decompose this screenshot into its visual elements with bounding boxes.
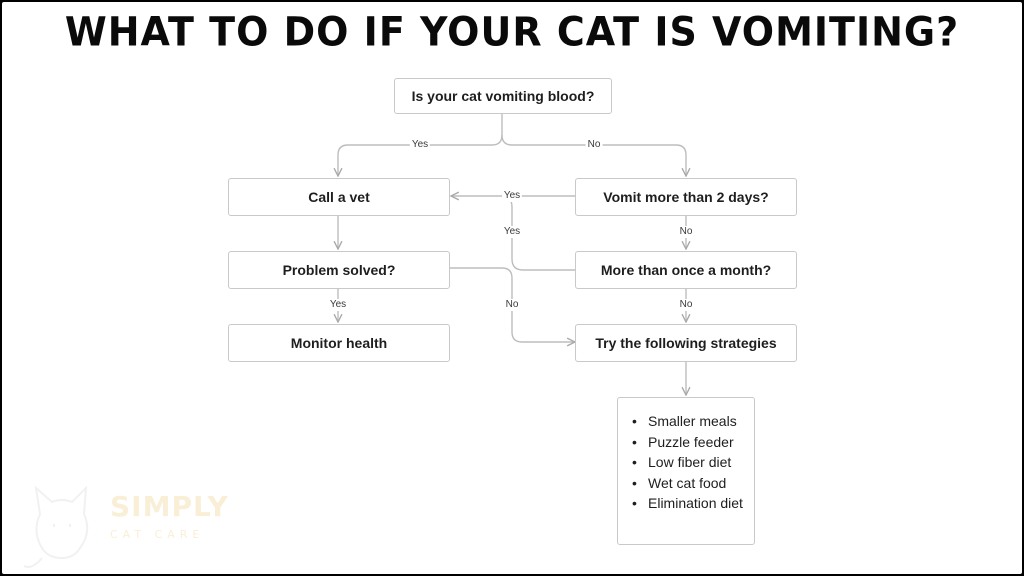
edge-label-blood-no: No: [585, 139, 603, 151]
edge-label-oncemonth-yes: Yes: [501, 226, 523, 238]
node-call-vet: Call a vet: [228, 178, 450, 216]
page-title: WHAT TO DO IF YOUR CAT IS VOMITING?: [64, 8, 960, 56]
edge-label-more2days-yes: Yes: [501, 190, 523, 202]
node-vomiting-blood: Is your cat vomiting blood?: [394, 78, 612, 114]
strategy-item: Puzzle feeder: [630, 432, 754, 453]
cat-logo-icon: [23, 485, 89, 568]
edge-blood-more2days: [501, 134, 686, 176]
node-problem-solved: Problem solved?: [228, 251, 450, 289]
node-more-than-once-a-month: More than once a month?: [575, 251, 797, 289]
edge-label-solved-yes: Yes: [327, 299, 349, 311]
edge-label-oncemonth-no: No: [677, 299, 695, 311]
node-vomit-more-than-2-days: Vomit more than 2 days?: [575, 178, 797, 216]
edge-label-solved-no: No: [503, 299, 521, 311]
node-monitor-health: Monitor health: [228, 324, 450, 362]
watermark-subtitle: CAT CARE: [110, 528, 205, 541]
edge-label-more2days-no: No: [677, 226, 695, 238]
node-try-strategies: Try the following strategies: [575, 324, 797, 362]
strategy-item: Smaller meals: [630, 411, 754, 432]
strategy-item: Wet cat food: [630, 473, 754, 494]
watermark-brand: SIMPLY: [110, 490, 229, 523]
strategy-item: Low fiber diet: [630, 452, 754, 473]
edge-label-blood-yes: Yes: [409, 139, 431, 151]
strategy-list: Smaller meals Puzzle feeder Low fiber di…: [617, 397, 755, 545]
strategy-item: Elimination diet: [630, 493, 754, 514]
